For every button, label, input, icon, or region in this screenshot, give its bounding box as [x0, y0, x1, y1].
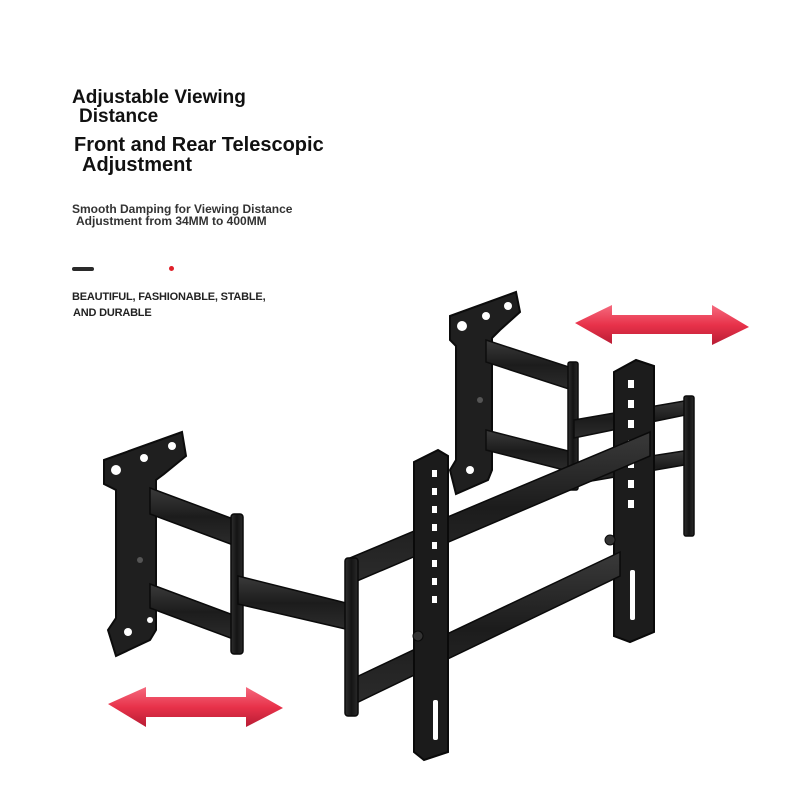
subtitle: Smooth Damping for Viewing Distance Adju…: [72, 203, 292, 227]
subtitle-line: Adjustment from 34MM to 400MM: [76, 214, 267, 228]
subtitle-line: Smooth Damping for Viewing Distance: [72, 202, 293, 216]
double-arrow-icon: [108, 687, 283, 727]
heading-telescopic-adjustment: Front and Rear Telescopic Adjustment: [74, 135, 324, 175]
double-arrow-icon: [575, 305, 749, 345]
heading-line: Adjustment: [82, 154, 192, 176]
tagline: BEAUTIFUL, FASHIONABLE, STABLE, AND DURA…: [72, 289, 266, 321]
tagline-line: BEAUTIFUL, FASHIONABLE, STABLE,: [72, 291, 266, 303]
heading-line: Distance: [79, 106, 159, 127]
divider-dash: [72, 267, 94, 271]
tagline-line: AND DURABLE: [73, 307, 152, 319]
heading-line: Front and Rear Telescopic: [74, 134, 324, 156]
divider-dot: [169, 266, 174, 271]
heading-adjustable-viewing-distance: Adjustable Viewing Distance: [72, 88, 246, 126]
right-tv-bracket: [613, 358, 655, 644]
front-wall-plate: [103, 430, 188, 658]
rear-wall-plate: [448, 290, 522, 496]
heading-line: Adjustable Viewing: [72, 87, 246, 108]
left-tv-bracket: [412, 448, 616, 762]
